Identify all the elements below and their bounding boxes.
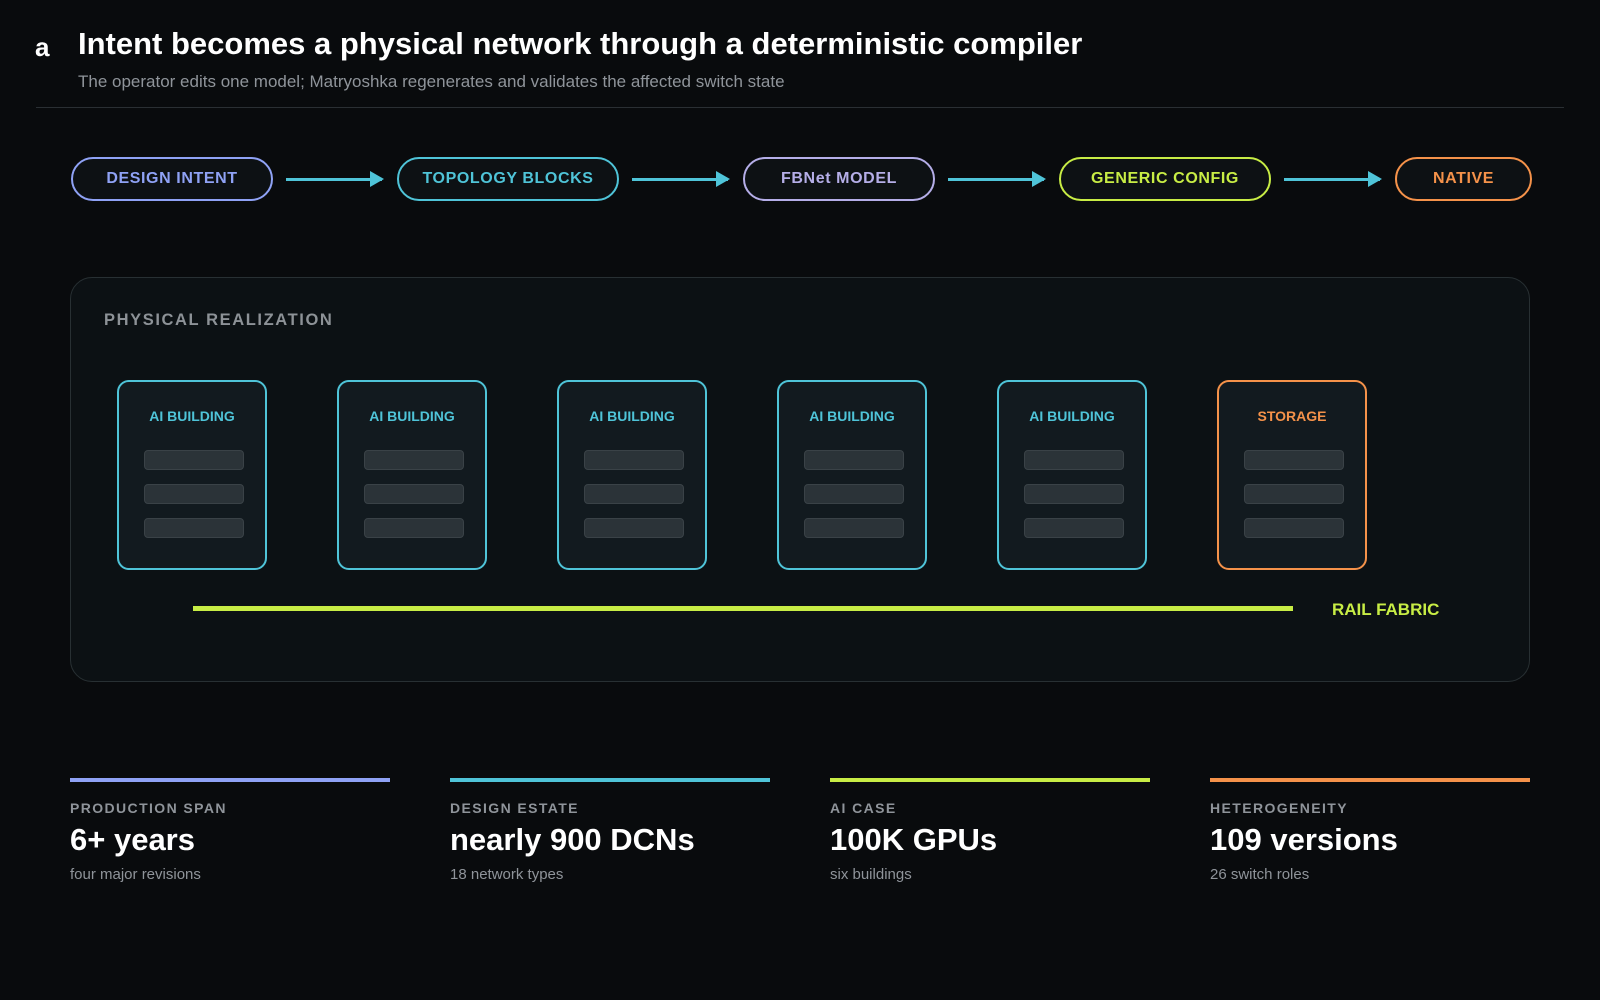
stat-label: AI CASE [830,800,897,816]
stage-topology-blocks: TOPOLOGY BLOCKS [397,157,619,201]
rack [1244,518,1344,538]
rail-fabric-label: RAIL FABRIC [1332,600,1440,619]
building-label: AI BUILDING [369,408,455,424]
figure-subtitle: The operator edits one model; Matryoshka… [78,72,785,91]
rack [584,484,684,504]
rail-fabric-line [193,606,1293,611]
stat-subtext: 18 network types [450,866,564,883]
pipeline-arrow [1284,171,1382,187]
physical-realization-title: PHYSICAL REALIZATION [104,311,334,329]
stat-accent-bar [450,778,770,782]
storage-building: STORAGE [1217,380,1367,570]
stage-generic-config: GENERIC CONFIG [1059,157,1271,201]
rack [1244,484,1344,504]
rack [804,484,904,504]
ai-building-4: AI BUILDING [777,380,927,570]
rack [1024,518,1124,538]
stat-label: PRODUCTION SPAN [70,800,227,816]
stat-accent-bar [1210,778,1530,782]
stat-value: 6+ years [70,822,195,857]
stat-subtext: six buildings [830,866,912,883]
building-label: AI BUILDING [809,408,895,424]
rack [144,450,244,470]
stat-design-estate: DESIGN ESTATE nearly 900 DCNs 18 network… [450,778,770,883]
stat-subtext: four major revisions [70,866,201,883]
rack [144,484,244,504]
figure-title: Intent becomes a physical network throug… [78,26,1083,61]
stat-ai-case: AI CASE 100K GPUs six buildings [830,778,1150,883]
stage-design-intent: DESIGN INTENT [71,157,273,201]
ai-building-5: AI BUILDING [997,380,1147,570]
building-label: AI BUILDING [589,408,675,424]
stat-value: 109 versions [1210,822,1398,857]
rack [1024,450,1124,470]
rack [584,518,684,538]
stat-production-span: PRODUCTION SPAN 6+ years four major revi… [70,778,390,883]
rack [364,518,464,538]
stat-heterogeneity: HETEROGENEITY 109 versions 26 switch rol… [1210,778,1530,883]
pipeline-arrow [632,171,730,187]
panel-letter: a [35,32,50,62]
ai-building-2: AI BUILDING [337,380,487,570]
ai-building-1: AI BUILDING [117,380,267,570]
stat-value: nearly 900 DCNs [450,822,695,857]
stat-label: DESIGN ESTATE [450,800,579,816]
building-label: AI BUILDING [149,408,235,424]
stat-value: 100K GPUs [830,822,998,857]
rack [364,450,464,470]
building-label: STORAGE [1257,408,1327,424]
pipeline-arrow [286,171,384,187]
rack [144,518,244,538]
stage-native: NATIVE [1395,157,1532,201]
rack [364,484,464,504]
rack [1024,484,1124,504]
stage-fbnet-model: FBNet MODEL [743,157,935,201]
header-divider [36,107,1564,108]
rack [584,450,684,470]
ai-building-3: AI BUILDING [557,380,707,570]
building-label: AI BUILDING [1029,408,1115,424]
rack [1244,450,1344,470]
stat-subtext: 26 switch roles [1210,866,1310,883]
rack [804,450,904,470]
rack [804,518,904,538]
pipeline-arrow [948,171,1046,187]
stat-label: HETEROGENEITY [1210,800,1348,816]
stat-accent-bar [70,778,390,782]
stat-accent-bar [830,778,1150,782]
